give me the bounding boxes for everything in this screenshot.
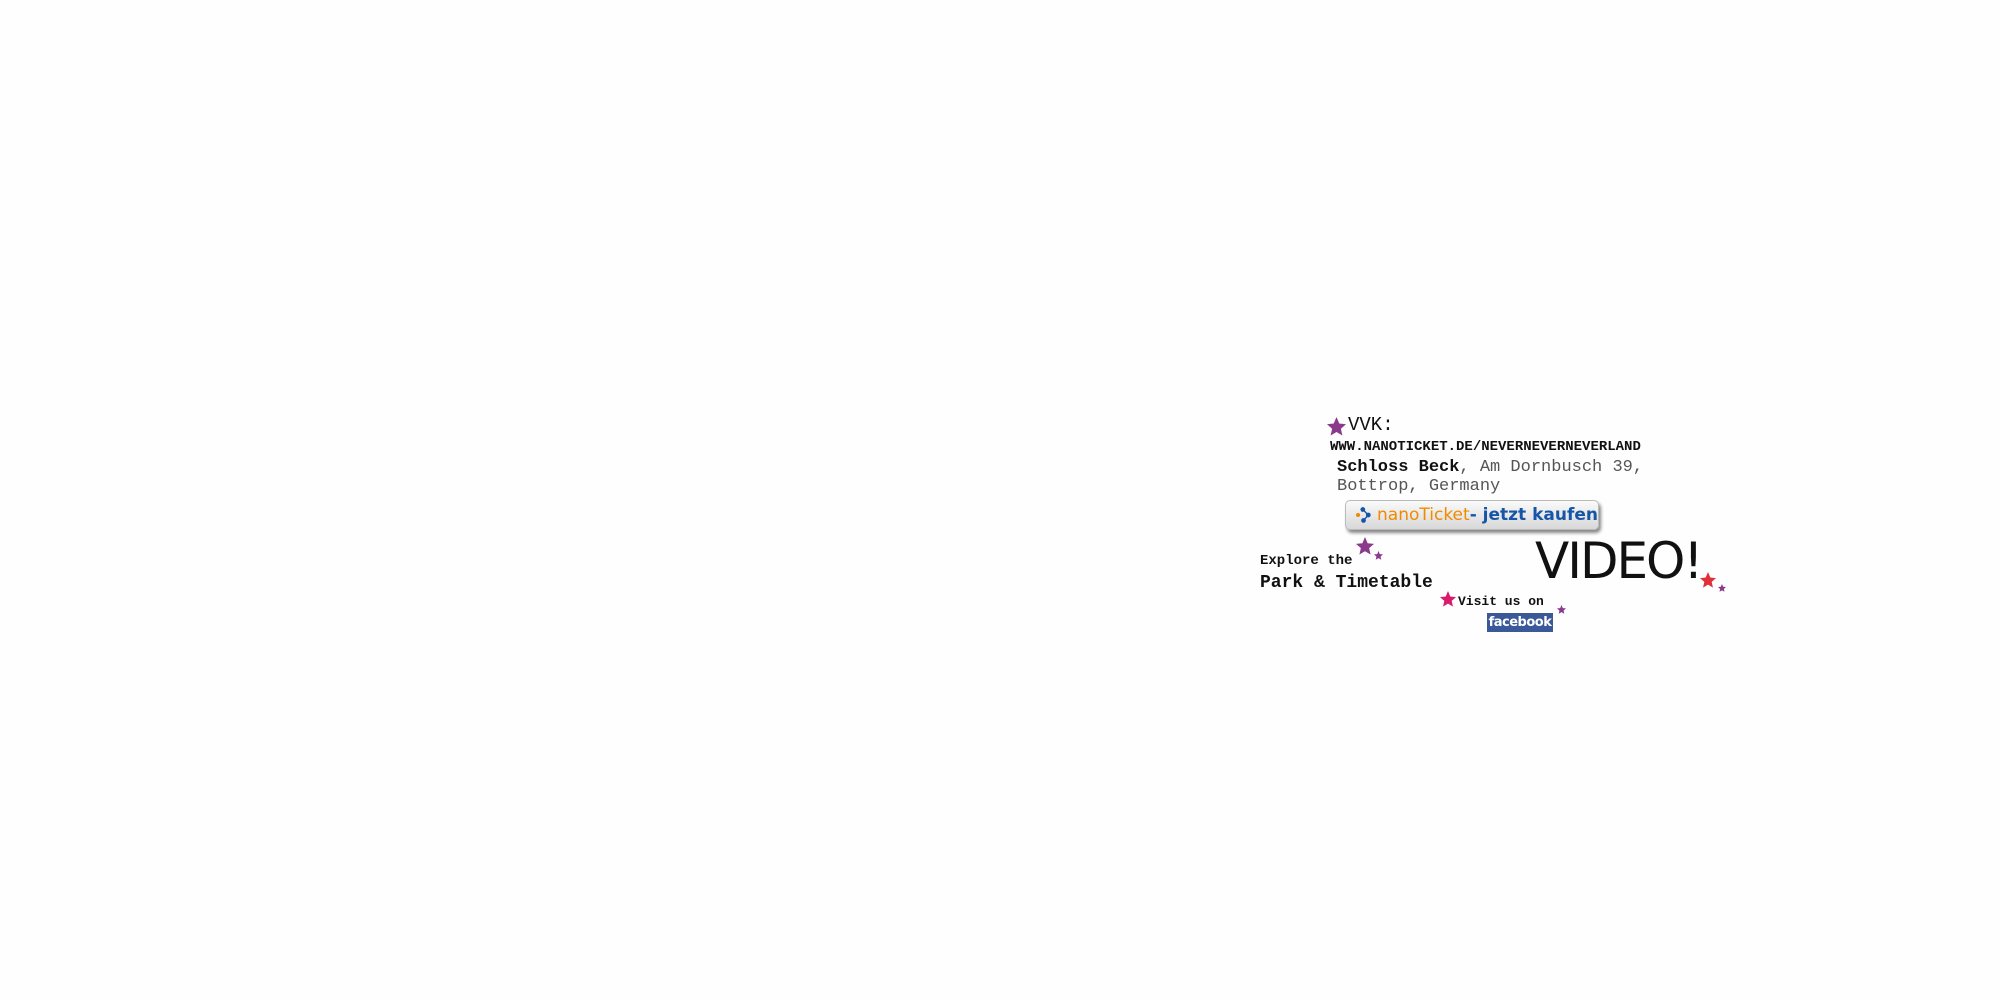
star-icon [1440,591,1456,607]
buy-label: - jetzt kaufen [1469,505,1598,525]
star-icon [1557,605,1566,614]
star-icon [1356,537,1374,555]
ticket-url-link[interactable]: WWW.NANOTICKET.DE/NEVERNEVERNEVERLAND [1330,439,1641,455]
visit-us-label: Visit us on [1458,594,1544,609]
star-icon [1327,417,1346,436]
brand-label: nanoTicket [1377,505,1470,525]
street: , Am Dornbusch 39, [1459,458,1644,477]
address: Schloss Beck, Am Dornbusch 39, Bottrop, … [1337,458,1643,496]
star-icon [1700,572,1716,588]
nanoticket-buy-button[interactable]: nanoTicket - jetzt kaufen [1345,500,1599,530]
facebook-button[interactable]: facebook [1487,613,1553,632]
star-icon [1718,584,1726,592]
venue-name: Schloss Beck [1337,458,1460,477]
city: Bottrop, Germany [1337,477,1501,496]
explore-park-link[interactable]: Explore the Park & Timetable [1260,553,1433,594]
explore-line2: Park & Timetable [1260,573,1433,593]
vvk-label: VVK: [1348,414,1394,436]
video-link[interactable]: VIDEO! [1535,532,1703,590]
nanoticket-logo-icon [1356,507,1371,523]
explore-line1: Explore the [1260,553,1353,569]
star-icon [1374,551,1383,560]
